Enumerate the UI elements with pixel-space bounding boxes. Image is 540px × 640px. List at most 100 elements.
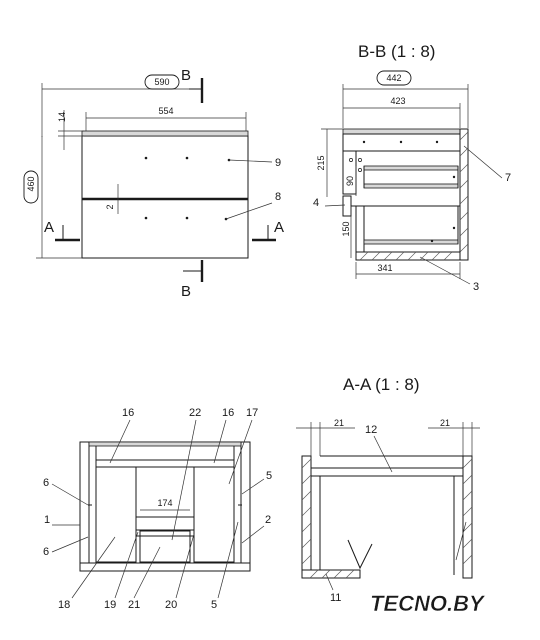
callout-22: 22 xyxy=(189,407,201,419)
leader-9 xyxy=(228,159,273,163)
fixing-dot xyxy=(452,226,456,230)
fixing-hole xyxy=(358,158,362,162)
aa-base xyxy=(301,569,361,579)
right-drawer-box xyxy=(193,466,235,563)
upper-drawer-bottom xyxy=(363,183,459,189)
dim-460: 460 xyxy=(26,176,36,191)
base-board xyxy=(355,251,461,261)
leader-16a xyxy=(109,419,131,464)
dim-21-left: 21 xyxy=(334,418,344,428)
callout-6a: 6 xyxy=(43,477,49,489)
section-bb: B-B (1 : 8) 442 423 xyxy=(313,42,511,293)
callout-9: 9 xyxy=(275,157,281,169)
upper-drawer-side xyxy=(363,165,459,171)
fixing-dot xyxy=(362,140,366,144)
rear-view: 174 16 22 16 17 6 1 6 5 2 18 19 21 20 5 xyxy=(43,407,272,611)
callout-3: 3 xyxy=(473,281,479,293)
fixing-dot xyxy=(144,216,148,220)
leader-19 xyxy=(114,531,139,599)
dim-423: 423 xyxy=(390,96,405,106)
callout-16b: 16 xyxy=(222,407,234,419)
leader-11 xyxy=(325,573,334,591)
upper-drawer-front xyxy=(342,150,357,195)
dim-14: 14 xyxy=(57,112,67,122)
callout-4: 4 xyxy=(313,197,319,209)
leader-6b xyxy=(51,536,89,553)
callout-20: 20 xyxy=(165,599,177,611)
brand-logo: TECNO.BY xyxy=(370,591,486,616)
fixing-dot xyxy=(185,216,189,220)
fixing-hole xyxy=(349,158,353,162)
cut-b-top: B xyxy=(181,67,191,84)
leader-21 xyxy=(133,546,161,599)
leader-right-wall xyxy=(455,521,467,561)
callout-17: 17 xyxy=(246,407,258,419)
dim-215: 215 xyxy=(316,155,326,170)
dim-554: 554 xyxy=(158,106,173,116)
dim-442: 442 xyxy=(386,73,401,83)
lower-drawer-front xyxy=(355,205,365,259)
aa-top-board xyxy=(310,467,473,477)
aa-right-wall xyxy=(462,455,473,579)
fixing-hole xyxy=(358,168,362,172)
leader-3 xyxy=(419,256,471,285)
dim-590: 590 xyxy=(154,77,169,87)
fixing-dot xyxy=(185,156,189,160)
back-panel xyxy=(459,128,469,261)
logo-text: TECNO.BY xyxy=(370,591,486,616)
fixing-dot xyxy=(144,156,148,160)
callout-11: 11 xyxy=(330,592,341,604)
top-board xyxy=(342,128,461,135)
leader-17 xyxy=(228,419,253,485)
dim-341: 341 xyxy=(377,263,392,273)
leader-8 xyxy=(225,202,273,220)
fixing-dot xyxy=(430,239,434,243)
leader-20 xyxy=(175,533,195,599)
rail xyxy=(342,195,352,217)
leader-4 xyxy=(324,204,346,207)
aa-left-hatching xyxy=(301,458,312,565)
callout-16a: 16 xyxy=(122,407,134,419)
fixing-dot xyxy=(452,175,456,179)
callout-7: 7 xyxy=(505,172,511,184)
leader-12 xyxy=(373,435,393,473)
section-bb-title: B-B (1 : 8) xyxy=(358,42,435,61)
left-drawer-box xyxy=(95,466,137,563)
lower-drawer-bottom xyxy=(363,239,459,245)
callout-12: 12 xyxy=(365,424,377,436)
fixing-dot xyxy=(435,140,439,144)
front-view: 590 554 14 460 2 9 8 A A B xyxy=(23,67,284,300)
dim-21-right: 21 xyxy=(440,418,450,428)
leader-2 xyxy=(241,525,265,544)
callout-18: 18 xyxy=(58,599,70,611)
dim-174: 174 xyxy=(157,498,172,508)
callout-19: 19 xyxy=(104,599,116,611)
fixing-dot xyxy=(399,140,403,144)
leader-22 xyxy=(171,419,197,541)
dim-2: 2 xyxy=(105,204,115,209)
callout-5a: 5 xyxy=(266,470,272,482)
right-side-panel xyxy=(240,441,251,572)
callout-5b: 5 xyxy=(211,599,217,611)
front-outline xyxy=(81,135,249,259)
dim-150: 150 xyxy=(341,221,351,236)
back-panel-hatching xyxy=(459,131,469,253)
dim-90: 90 xyxy=(345,176,355,186)
top-board xyxy=(81,130,249,137)
rear-rail xyxy=(95,459,235,468)
callout-1: 1 xyxy=(44,514,50,526)
dim-pill-460 xyxy=(23,170,39,204)
leader-16b xyxy=(213,419,227,464)
callout-8: 8 xyxy=(275,191,281,203)
leader-18 xyxy=(71,536,116,599)
callout-2: 2 xyxy=(265,514,271,526)
cut-b-bottom: B xyxy=(181,283,191,300)
base-plinth xyxy=(79,562,251,572)
aa-inner-profile xyxy=(347,539,373,570)
callout-6b: 6 xyxy=(43,546,49,558)
top-rail xyxy=(88,441,242,447)
dim-pill-442 xyxy=(376,70,412,86)
leader-5b xyxy=(217,521,239,599)
leader-5a xyxy=(241,478,265,495)
